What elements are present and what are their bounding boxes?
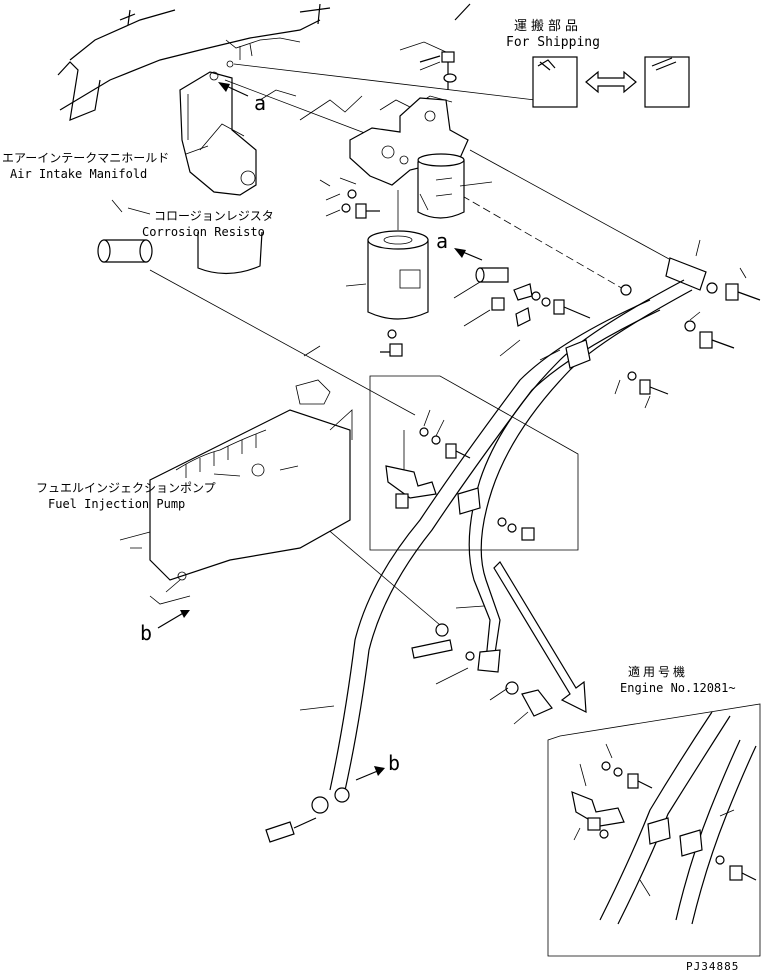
leader-line [451,189,626,291]
shipping-parts [532,56,690,108]
clamp-hardware-mid [475,239,761,409]
leader-line [111,145,241,477]
fuel-pipe-secondary [411,279,693,717]
engine-outline [57,3,471,121]
label-shipping-jp: 運搬部品 [514,19,582,34]
label-shipping: 運搬部品 For Shipping [506,19,600,50]
ref-b-left: b [140,621,152,645]
leader-line [224,79,371,136]
detail-box-engine [547,703,761,957]
label-air-intake-en: Air Intake Manifold [10,167,147,181]
ref-arrow-a-upper [218,82,249,97]
air-intake-manifold [179,60,263,275]
fuel-filter-main [367,230,429,320]
leader-line [149,269,416,416]
label-fuel-pump-jp: フュエルインジェクションポンプ [36,481,216,495]
detail-box-clamp [369,375,579,551]
leader-line [233,63,536,101]
label-corrosion: コロージョンレジスタ Corrosion Resisto [142,209,274,239]
drawing-number: PJ34885 [686,960,739,973]
leader-line [279,177,493,471]
bolt-set-filter [319,51,457,357]
pipe-clamp [457,339,591,515]
label-shipping-en: For Shipping [506,35,600,50]
ref-b-bottom: b [388,751,400,775]
ref-a-mid: a [436,229,448,253]
ref-arrow-a-mid [454,248,483,261]
leader-line [299,281,561,725]
leader-line [469,149,681,266]
fuel-filter-small [417,153,465,219]
filter-head [349,97,469,186]
label-air-intake: エアーインテークマニホールド Air Intake Manifold [2,151,169,181]
label-fuel-pump-en: Fuel Injection Pump [48,497,185,511]
label-fuel-pump: フュエルインジェクションポンプ Fuel Injection Pump [36,481,216,511]
fuel-pipe-main [265,299,661,843]
ref-a-upper: a [254,91,266,115]
label-engine-en: Engine No.12081~ [620,681,736,695]
ref-arrow-b-bottom [355,766,385,781]
label-corrosion-en: Corrosion Resisto [142,225,265,239]
label-air-intake-jp: エアーインテークマニホールド [2,151,169,165]
label-engine-jp: 適用号機 [628,664,688,679]
label-engine-no: 適用号機 Engine No.12081~ [620,664,736,695]
fuel-injection-pump [119,379,353,605]
detail-pointer-arrow [493,561,587,714]
ref-arrow-b-left [157,610,190,629]
corrosion-resistor-spacer [97,239,153,263]
label-corrosion-jp: コロージョンレジスタ [154,209,274,223]
